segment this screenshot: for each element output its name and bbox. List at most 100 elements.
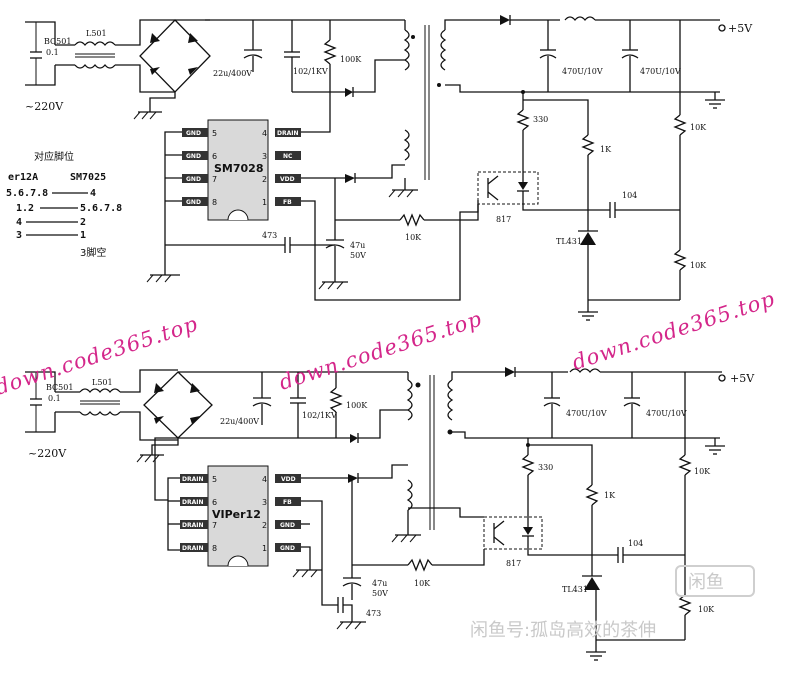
- chip-body: [207, 119, 269, 221]
- label-vout: +5V: [730, 372, 755, 385]
- label-c-vdd: 47u: [372, 579, 387, 588]
- pin-num: 2: [262, 521, 267, 530]
- label-r-snub: 100K: [340, 55, 362, 64]
- pin-num: 3: [262, 498, 267, 507]
- label-r330: 330: [533, 115, 548, 124]
- pin-table-row-a: 1.2: [16, 203, 34, 214]
- pin-label: VDD: [281, 476, 296, 483]
- pin-label: FB: [283, 499, 292, 506]
- pin-table-row-b: 1: [80, 230, 86, 241]
- logo-text: 闲鱼: [688, 572, 724, 593]
- label-c104: 104: [628, 539, 643, 548]
- pin-label: FB: [283, 199, 292, 206]
- transformer: [403, 25, 447, 180]
- label-vout: +5V: [728, 22, 753, 35]
- pin-table-note: 3脚空: [80, 246, 106, 259]
- label-c473: 473: [262, 231, 277, 240]
- label-ac-input: ~220V: [28, 447, 67, 460]
- watermarks: down.code365.top down.code365.top down.c…: [0, 286, 778, 399]
- label-r10k-a: 10K: [690, 123, 707, 132]
- label-l501: L501: [92, 378, 113, 387]
- pin-table: 对应脚位 er12A SM7025 5.6.7.8 4 1.2 5.6.7.8 …: [6, 150, 122, 259]
- label-tl431: TL431: [556, 237, 582, 246]
- chip-name: VIPer12: [212, 508, 261, 521]
- label-c-snub: 102/1KV: [293, 67, 328, 76]
- bridge-rectifier: [139, 19, 211, 93]
- pin-num: 5: [212, 475, 217, 484]
- chip-left-pins: GND GND GND GND 5 6 7 8: [182, 128, 217, 207]
- pin-label: DRAIN: [182, 545, 204, 552]
- pin-num: 6: [212, 152, 217, 161]
- pin-table-row-a: 4: [16, 217, 22, 228]
- label-c-out2: 470U/10V: [646, 409, 687, 418]
- label-bc501-val: 0.1: [46, 48, 59, 57]
- ground-symbol: [133, 111, 162, 120]
- label-c-bulk: 22u/400V: [220, 417, 259, 426]
- label-opto: 817: [496, 215, 511, 224]
- top-circuit: BC501 0.1 L501 ~220V: [25, 15, 753, 321]
- label-bc501: BC501: [44, 37, 71, 46]
- pin-label: DRAIN: [182, 499, 204, 506]
- pin-num: 8: [212, 544, 217, 553]
- pin-num: 4: [262, 129, 267, 138]
- pin-label: GND: [186, 176, 201, 183]
- pin-num: 7: [212, 175, 217, 184]
- label-ac-input: ~220V: [25, 100, 64, 113]
- pin-label: DRAIN: [182, 476, 204, 483]
- pin-table-row-b: 5.6.7.8: [80, 203, 122, 214]
- pin-label: VDD: [280, 176, 295, 183]
- label-c104: 104: [622, 191, 637, 200]
- label-r10k-fb: 10K: [405, 233, 422, 242]
- chip-body: [207, 465, 269, 567]
- bottom-circuit: BC501 0.1 L501 ~220V 22u/400V 102/1KV: [25, 367, 755, 661]
- label-l501: L501: [86, 29, 107, 38]
- pin-num: 5: [212, 129, 217, 138]
- label-tl431: TL431: [562, 585, 588, 594]
- label-r-snub: 100K: [346, 401, 368, 410]
- label-c-out1: 470U/10V: [562, 67, 603, 76]
- pin-table-title: 对应脚位: [34, 150, 74, 163]
- pin-num: 1: [262, 544, 267, 553]
- label-r10k-a: 10K: [694, 467, 711, 476]
- pin-table-row-a: 5.6.7.8: [6, 188, 48, 199]
- label-opto: 817: [506, 559, 521, 568]
- pin-num: 6: [212, 498, 217, 507]
- chip-right-pins: DRAIN NC VDD FB 4 3 2 1: [262, 128, 301, 207]
- inductor-symbol: [74, 41, 116, 69]
- label-c-vdd-v: 50V: [350, 251, 366, 260]
- chip-name: SM7028: [214, 162, 263, 175]
- label-c-out2: 470U/10V: [640, 67, 681, 76]
- capacitor-symbol: [30, 22, 42, 85]
- pin-label: GND: [280, 545, 295, 552]
- label-c-bulk: 22u/400V: [213, 69, 252, 78]
- pin-table-row-b: 4: [90, 188, 96, 199]
- optocoupler-817: [477, 171, 539, 205]
- pin-num: 8: [212, 198, 217, 207]
- label-r1k: 1K: [604, 491, 616, 500]
- label-r1k: 1K: [600, 145, 612, 154]
- label-bc501: BC501: [46, 383, 73, 392]
- label-r10k-fb: 10K: [414, 579, 431, 588]
- pin-label: DRAIN: [277, 130, 299, 137]
- pin-label: GND: [186, 130, 201, 137]
- label-c-vdd-v: 50V: [372, 589, 388, 598]
- pin-num: 3: [262, 152, 267, 161]
- pin-label: GND: [186, 199, 201, 206]
- pin-table-row-a: 3: [16, 230, 22, 241]
- footer-watermark: 闲鱼 闲鱼号:孤岛高效的茶伸: [470, 565, 755, 641]
- label-c-out1: 470U/10V: [566, 409, 607, 418]
- pin-num: 2: [262, 175, 267, 184]
- label-c-vdd: 47u: [350, 241, 365, 250]
- pin-table-col1: er12A: [8, 172, 38, 183]
- optocoupler-817: [483, 516, 543, 550]
- pin-label: GND: [280, 522, 295, 529]
- label-r10k-b: 10K: [698, 605, 715, 614]
- pin-num: 1: [262, 198, 267, 207]
- pin-table-row-b: 2: [80, 217, 86, 228]
- pin-label: NC: [283, 153, 293, 160]
- label-c-snub: 102/1KV: [302, 411, 337, 420]
- label-r10k-b: 10K: [690, 261, 707, 270]
- label-c473: 473: [366, 609, 381, 618]
- label-r330: 330: [538, 463, 553, 472]
